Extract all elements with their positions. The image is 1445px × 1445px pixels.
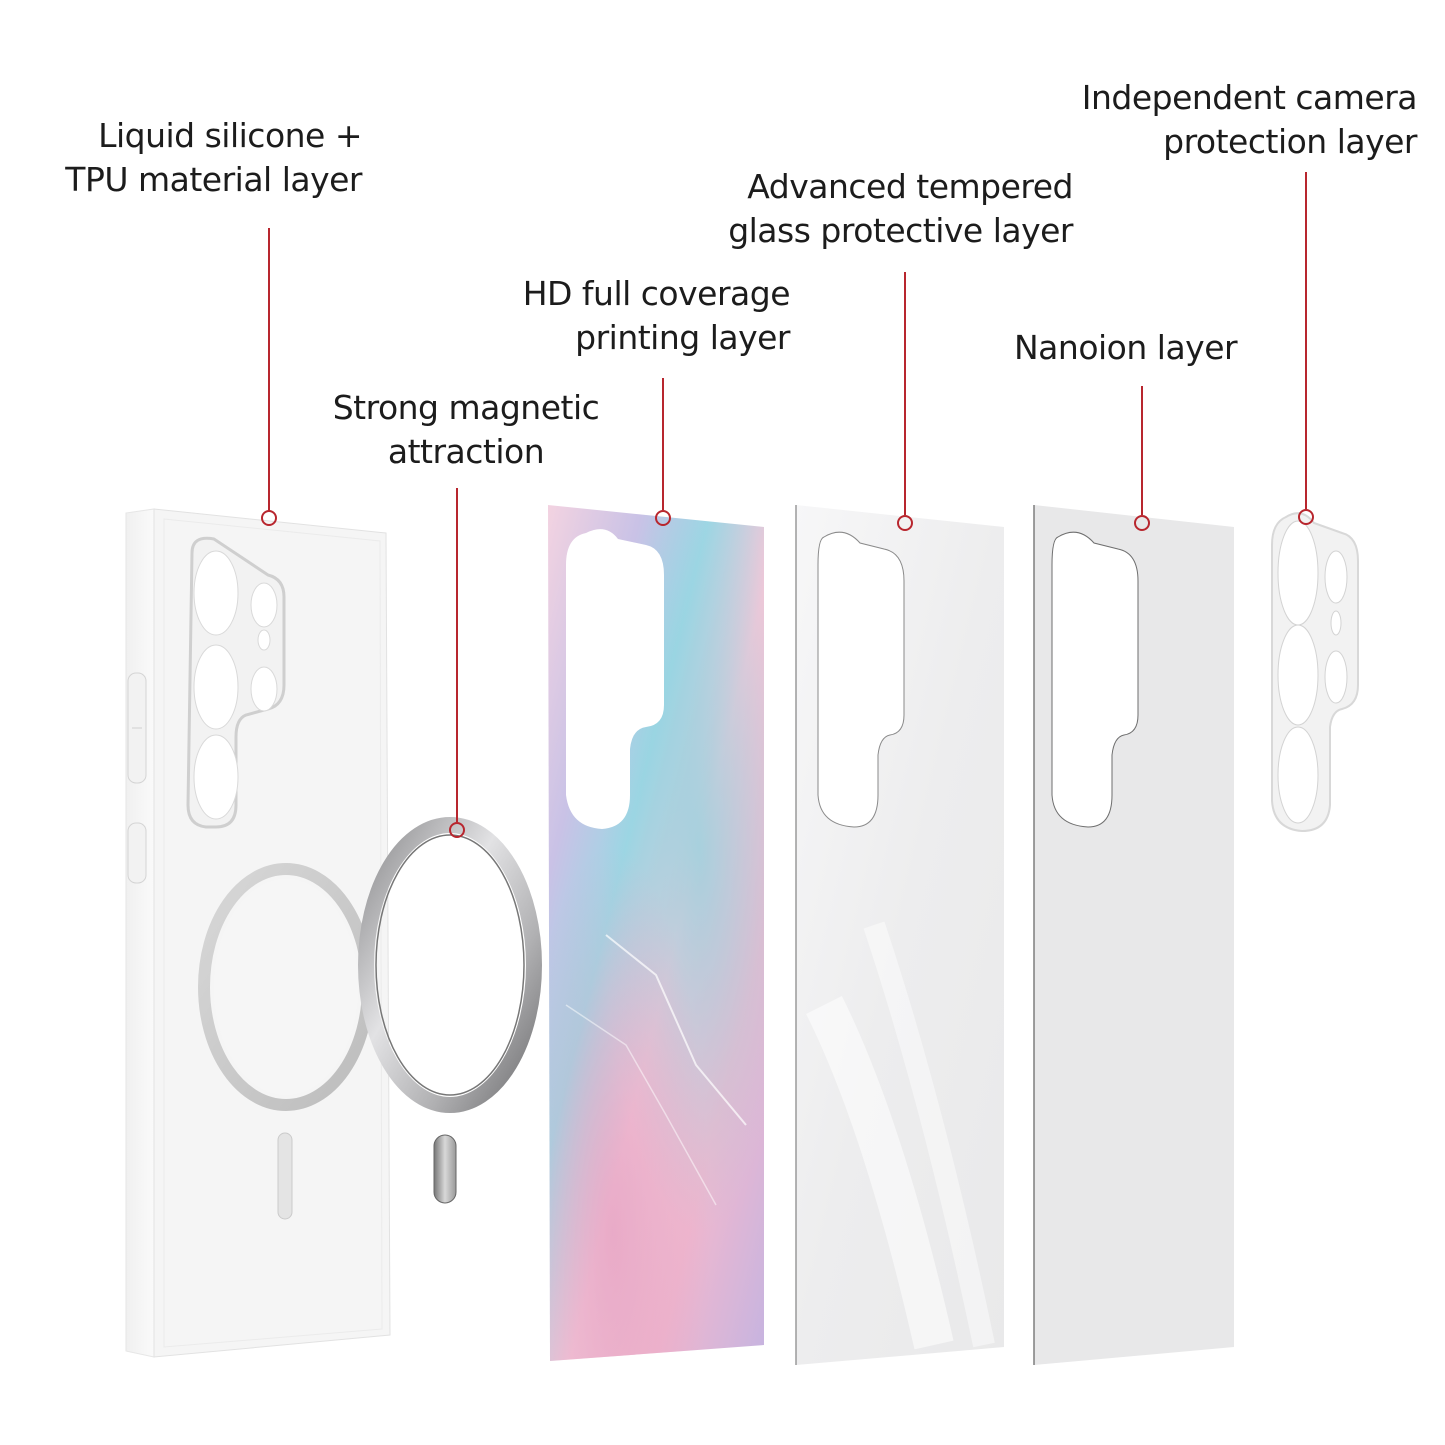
label-line: Strong magnetic bbox=[332, 388, 600, 427]
magnetic-tab-illustration bbox=[433, 1134, 457, 1204]
callout-dot-glass bbox=[897, 515, 913, 531]
magnetic-ring-illustration bbox=[358, 817, 542, 1113]
callout-dot-magnetic bbox=[449, 822, 465, 838]
label-line: Liquid silicone + bbox=[98, 116, 362, 155]
label-line: printing layer bbox=[575, 318, 790, 357]
callout-dot-camera bbox=[1298, 509, 1314, 525]
callout-dot-silicone bbox=[261, 510, 277, 526]
leader-line-silicone bbox=[268, 228, 270, 511]
callout-glass-label: Advanced tempered glass protective layer bbox=[728, 165, 1073, 253]
label-line: Nanoion layer bbox=[1014, 328, 1238, 367]
callout-dot-printing bbox=[655, 510, 671, 526]
label-line: TPU material layer bbox=[65, 160, 362, 199]
callout-camera-label: Independent camera protection layer bbox=[1081, 76, 1418, 164]
label-line: Independent camera bbox=[1081, 78, 1418, 117]
label-line: protection layer bbox=[1163, 122, 1417, 161]
leader-line-nanoion bbox=[1141, 386, 1143, 515]
camera-protector-illustration bbox=[1271, 512, 1359, 833]
leader-line-glass bbox=[904, 272, 906, 515]
callout-silicone-label: Liquid silicone + TPU material layer bbox=[65, 114, 362, 202]
leader-line-magnetic bbox=[456, 488, 458, 822]
label-line: attraction bbox=[387, 432, 545, 471]
printed-marble-layer-illustration bbox=[548, 505, 764, 1361]
silicone-case-illustration bbox=[125, 508, 391, 1358]
nanoion-layer-illustration bbox=[1033, 505, 1234, 1365]
callout-magnetic-label: Strong magnetic attraction bbox=[326, 386, 606, 474]
callout-printing-label: HD full coverage printing layer bbox=[522, 272, 791, 360]
leader-line-camera bbox=[1305, 172, 1307, 509]
callout-nanoion-label: Nanoion layer bbox=[1014, 326, 1238, 370]
callout-dot-nanoion bbox=[1134, 515, 1150, 531]
leader-line-printing bbox=[662, 378, 664, 510]
label-line: HD full coverage bbox=[522, 274, 791, 313]
label-line: Advanced tempered bbox=[747, 167, 1073, 206]
label-line: glass protective layer bbox=[728, 211, 1073, 250]
tempered-glass-layer-illustration bbox=[795, 505, 1004, 1365]
